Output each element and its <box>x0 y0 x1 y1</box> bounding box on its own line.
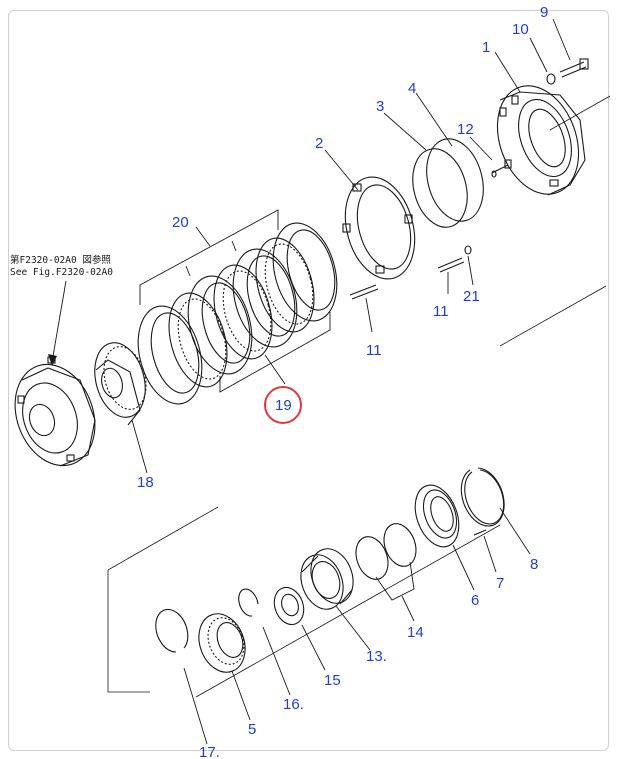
callout-4[interactable]: 4 <box>408 80 416 97</box>
part-18-hub <box>94 342 147 426</box>
part-10-washer <box>546 73 556 85</box>
callout-1[interactable]: 1 <box>482 39 490 56</box>
callout-20[interactable]: 20 <box>172 214 189 231</box>
part-16-snap-ring <box>238 588 259 617</box>
part-9-bolt <box>559 58 589 78</box>
part-4-ring <box>426 138 484 222</box>
part-2-plate <box>342 176 416 280</box>
highlight-circle <box>264 386 302 424</box>
callout-2[interactable]: 2 <box>315 135 323 152</box>
part-7-pin <box>473 529 487 536</box>
part-15-bearing <box>273 586 305 626</box>
clutch-disk-stack <box>137 222 338 405</box>
diagram-frame <box>8 10 609 751</box>
part-6-piston <box>414 484 460 548</box>
part-1-housing <box>496 85 586 196</box>
callout-13[interactable]: 13. <box>366 648 387 665</box>
callout-labels: 9 10 1 4 3 12 2 20 11 21 11 19 18 8 7 6 … <box>137 4 548 759</box>
callout-11-lower[interactable]: 11 <box>366 342 382 359</box>
part-12-pin <box>491 164 509 178</box>
reference-note-en: See Fig.F2320-02A0 <box>10 267 113 278</box>
callout-14[interactable]: 14 <box>407 624 424 641</box>
part-21-pin <box>464 245 472 255</box>
callout-19[interactable]: 19 <box>275 397 292 414</box>
callout-7[interactable]: 7 <box>496 575 504 592</box>
callout-3[interactable]: 3 <box>376 98 384 115</box>
callout-9[interactable]: 9 <box>540 4 548 21</box>
callout-11-upper[interactable]: 11 <box>433 303 449 320</box>
callout-15[interactable]: 15 <box>324 672 341 689</box>
callout-16[interactable]: 16. <box>283 696 304 713</box>
part-14-seal-rings <box>355 523 417 580</box>
part-13-sleeve <box>300 548 354 610</box>
callout-12[interactable]: 12 <box>457 121 474 138</box>
leader-lines <box>131 18 571 745</box>
callout-8[interactable]: 8 <box>530 556 538 573</box>
part-3-ring <box>412 148 468 228</box>
part-11-pins <box>349 257 465 300</box>
reference-arrow <box>48 280 67 366</box>
callout-5[interactable]: 5 <box>248 721 256 738</box>
callout-10[interactable]: 10 <box>512 21 529 38</box>
carrier-housing <box>14 356 96 467</box>
part-8-snap-ring <box>460 467 505 527</box>
callout-17[interactable]: 17. <box>199 744 220 759</box>
callout-21[interactable]: 21 <box>463 288 480 305</box>
section-lines <box>107 95 611 698</box>
part-17-snap-ring <box>155 608 189 653</box>
group-brackets <box>139 209 331 393</box>
callout-18[interactable]: 18 <box>137 474 154 491</box>
callout-6[interactable]: 6 <box>471 592 479 609</box>
part-5-gear <box>198 613 246 673</box>
reference-note-jp: 第F2320-02A0 図参照 <box>10 254 111 266</box>
